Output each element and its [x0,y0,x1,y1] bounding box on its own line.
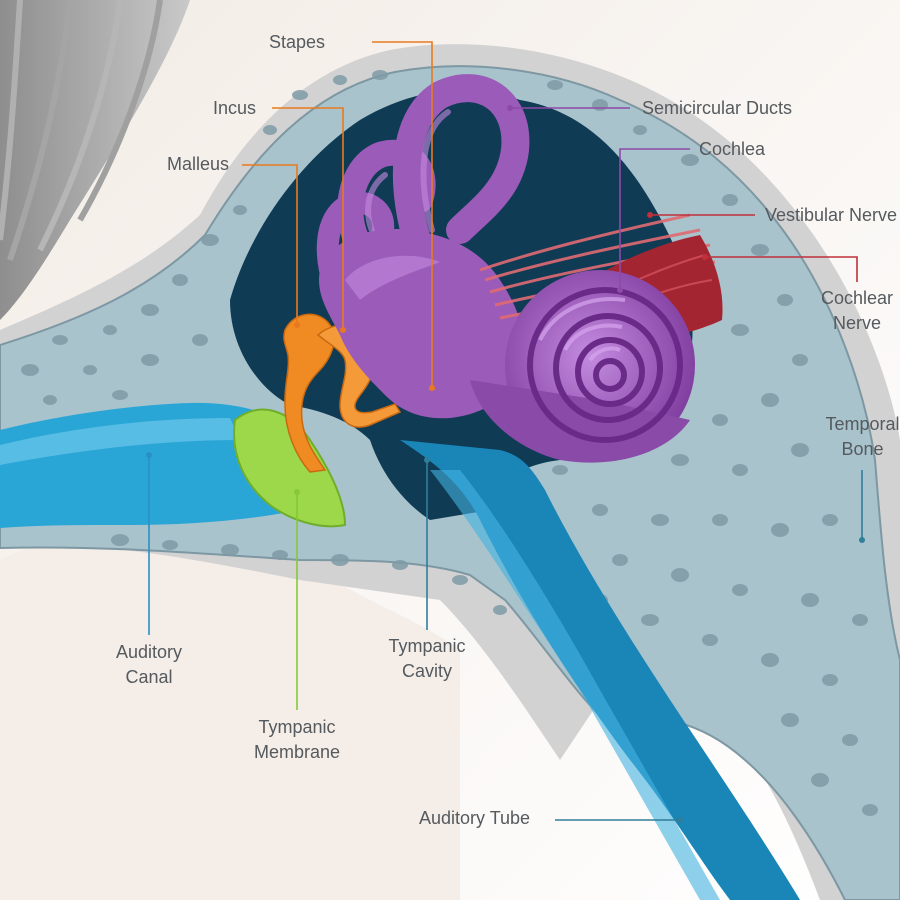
label-temporal-bone: Temporal Bone [815,412,900,462]
hair-strand [77,0,163,222]
leader-stapes [372,41,433,388]
bone-pores [21,70,878,816]
label-stapes: Stapes [269,32,326,52]
leader-malleus [242,164,298,325]
label-cochlear-nerve: Cochlear Nerve [812,286,900,336]
label-tympanic-membrane: Tympanic Membrane [242,715,352,765]
malleus-shape [283,313,335,473]
cochlea-spiral [527,287,683,443]
leader-lines [146,41,865,823]
label-cochlea: Cochlea [699,139,766,159]
label-tympanic-membrane-line2: Membrane [253,742,341,762]
leader-cochlea [619,148,690,290]
label-tympanic-membrane-line1: Tympanic [258,717,336,737]
label-auditory-canal-line1: Auditory [115,642,183,662]
label-tympanic-cavity-line1: Tympanic [388,636,466,656]
label-tympanic-cavity-line2: Cavity [401,661,452,681]
label-temporal-bone-line1: Temporal [825,414,900,434]
hair-strand [37,0,123,252]
auditory-canal-highlight [0,418,240,465]
label-auditory-tube: Auditory Tube [419,808,531,828]
auditory-tube-highlight [430,470,720,900]
label-tympanic-cavity: Tympanic Cavity [377,634,477,684]
label-incus: Incus [213,98,257,118]
outer-skin [0,530,460,900]
label-semicircular-ducts: Semicircular Ducts [642,98,793,118]
vestibule-highlight [345,255,440,300]
label-auditory-canal-line2: Canal [125,667,173,687]
leader-incus [272,107,344,330]
label-malleus: Malleus [167,154,230,174]
hair-strand [7,0,73,261]
cochlea-body-extension [470,380,690,463]
label-cochlear-nerve-line1: Cochlear [820,288,894,308]
leader-cochlear-nerve [705,256,858,282]
label-vestibular-nerve: Vestibular Nerve [765,205,898,225]
hair-strand [0,0,23,241]
label-temporal-bone-line2: Bone [841,439,884,459]
label-cochlear-nerve-line2: Nerve [832,313,881,333]
label-auditory-canal: Auditory Canal [104,640,194,690]
